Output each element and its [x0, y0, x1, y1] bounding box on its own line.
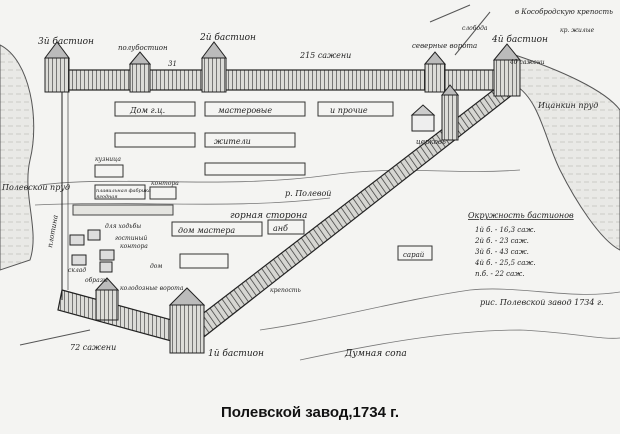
bastion-2-tower [201, 41, 227, 93]
label-obrazy: образы [85, 277, 108, 284]
label-sloboda: слобода [462, 25, 488, 32]
building-masterovye [204, 101, 306, 117]
label-kontora-2: контора [120, 243, 148, 250]
label-utsyankin-prud: Ицанкин пруд [537, 101, 598, 110]
river-bank [34, 197, 331, 206]
label-dom-mastera: дом мастера [178, 226, 235, 235]
river-polevoy [39, 169, 521, 186]
legend-row: п.б. - 22 саж. [475, 270, 524, 278]
polevskoy-pond [0, 44, 35, 271]
label-kontora: контора [151, 180, 179, 187]
building [179, 253, 229, 269]
building-kuznitsa [94, 164, 124, 178]
legend-row: 3й б. - 43 саж. [475, 248, 529, 256]
building-kontora [149, 186, 177, 200]
label-gostiny: гостиный [115, 235, 147, 242]
label-zhiteli: жители [214, 137, 251, 146]
label-bastion-4: 4й бастион [491, 34, 548, 45]
label-bulatova-gora: Думная сопа [344, 349, 407, 359]
contour-line [299, 329, 620, 361]
road-line [429, 4, 471, 23]
legend-bastion-circumference: Окружность бастионов 1й б. - 16,3 саж. 2… [468, 211, 574, 278]
legend-row: 1й б. - 16,3 саж. [475, 226, 536, 234]
building-dom-mastera [171, 221, 263, 237]
label-i-prochie: и прочие [330, 106, 368, 115]
label-to-kossobrod: в Кособродскую крепость [515, 8, 613, 16]
label-yagodnaya: ягодная [96, 194, 118, 200]
label-gate: колодозные ворота [120, 285, 184, 292]
legend-row: 4й б. - 25,5 саж. [474, 259, 536, 267]
label-north-gate: северные ворота [412, 42, 477, 50]
label-fathoms-31: 31 [168, 60, 177, 68]
label-dom-shtab: дом [150, 263, 162, 270]
building-plavilnaya [94, 184, 146, 200]
building-zhiteli [204, 132, 296, 148]
gate-tower-southwest [94, 277, 120, 321]
label-bastion-3: 3й бастион [38, 36, 94, 47]
building-dom [114, 101, 196, 117]
poluobastion-tower [128, 51, 152, 93]
label-fathoms-40: 40 сажени [509, 59, 545, 66]
label-na-sluzhbu: для ходьбы [105, 223, 141, 230]
label-sarai: сарай [403, 251, 425, 259]
church [410, 84, 460, 141]
building-anbar [267, 219, 305, 235]
label-anbar: анб [273, 224, 288, 233]
figure-caption: Полевской завод,1734 г. [220, 404, 400, 421]
label-bastion-2: 2й бастион [199, 32, 256, 43]
contour-line [259, 288, 620, 331]
road-line [454, 11, 491, 56]
label-plavilnaya: плавильная фабрика [96, 187, 151, 194]
north-gate-tower [423, 51, 447, 93]
label-tserkov: церковь [416, 138, 446, 146]
building [114, 132, 196, 148]
label-sklad: склад [68, 267, 86, 274]
utsyankin-pond [514, 54, 620, 251]
label-masterovye: мастеровые [218, 106, 272, 115]
figure-note: рис. Полевской завод 1734 г. [480, 298, 604, 307]
fortress-plan-map: 3й бастион полубостион 2й бастион 4й бас… [0, 4, 620, 361]
label-dom-gd: Дом г.ц. [129, 106, 165, 115]
building-sarai [397, 245, 433, 261]
bastion-1-tower [168, 287, 206, 354]
label-fathoms-72: 72 сажени [70, 343, 116, 352]
houses-cluster [69, 229, 115, 273]
building-prochie [317, 101, 394, 117]
bastion-4-tower [492, 43, 522, 97]
label-fathoms-215: 215 сажени [299, 51, 351, 60]
label-polevskoy-prud: Полевской пруд [1, 183, 70, 192]
legend-title: Окружность бастионов [468, 211, 574, 220]
building [204, 162, 306, 176]
label-kr-zhilye: кр. жилые [560, 27, 595, 34]
label-poluobastion: полубостион [118, 44, 168, 52]
label-bastion-1: 1й бастион [208, 348, 264, 359]
road-line [19, 329, 91, 346]
label-kuznitsa: кузница [95, 156, 121, 163]
label-gornaya-storona: горная сторона [230, 211, 307, 221]
dam-plotina [72, 204, 174, 216]
legend-row: 2й б. - 23 саж. [474, 237, 529, 245]
label-krepost: крепость [270, 287, 301, 294]
label-r-polevoy: р. Полевой [285, 189, 331, 198]
bastion-3-tower [44, 41, 70, 93]
